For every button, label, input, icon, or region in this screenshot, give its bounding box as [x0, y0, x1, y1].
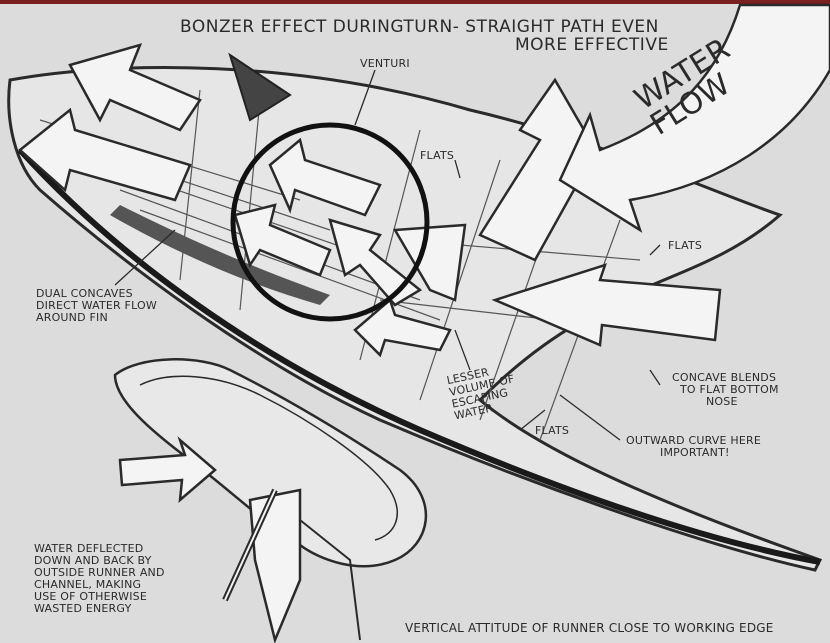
- flats-label-bottom: FLATS: [535, 424, 570, 437]
- rail-edge: [17, 147, 821, 565]
- arrow-upper-left: [68, 43, 202, 132]
- dual-concaves-label: DUAL CONCAVES DIRECT WATER FLOW AROUND F…: [36, 287, 157, 324]
- rail-shadow: [110, 205, 330, 305]
- diagram-title-line2: MORE EFFECTIVE: [515, 35, 669, 55]
- diagram-title-line1: BONZER EFFECT DURINGTURN- STRAIGHT PATH …: [180, 17, 659, 37]
- arrow-venturi-4: [392, 223, 467, 302]
- pointer-lines: [114, 69, 661, 441]
- arrow-left-mid: [18, 107, 192, 202]
- venturi-circle: [230, 122, 430, 322]
- water-flow-band: [558, 3, 830, 233]
- venturi-label: VENTURI: [360, 57, 410, 70]
- vertical-attitude-label: VERTICAL ATTITUDE OF RUNNER CLOSE TO WOR…: [405, 621, 774, 635]
- fin-closeup: [113, 358, 428, 643]
- outward-curve-label: OUTWARD CURVE HERE IMPORTANT!: [626, 434, 761, 459]
- flats-label-top: FLATS: [420, 149, 455, 162]
- fin-closeup-arrow-2: [248, 488, 302, 643]
- arrow-large-top: [478, 77, 613, 262]
- arrow-venturi-1: [268, 137, 382, 217]
- top-edge-strip: [0, 0, 830, 4]
- fin-top: [228, 52, 292, 122]
- flats-label-right: FLATS: [668, 239, 703, 252]
- flow-arrows: [18, 43, 722, 358]
- arrow-large-right: [491, 263, 722, 347]
- water-deflected-label: WATER DEFLECTED DOWN AND BACK BY OUTSIDE…: [34, 542, 165, 615]
- arrow-venturi-3: [328, 218, 423, 307]
- arrow-venturi-2: [233, 203, 332, 277]
- concave-blends-label: CONCAVE BLENDS TO FLAT BOTTOM NOSE: [672, 371, 779, 408]
- arrow-lower-center: [353, 297, 452, 358]
- fin-closeup-arrow: [118, 436, 217, 503]
